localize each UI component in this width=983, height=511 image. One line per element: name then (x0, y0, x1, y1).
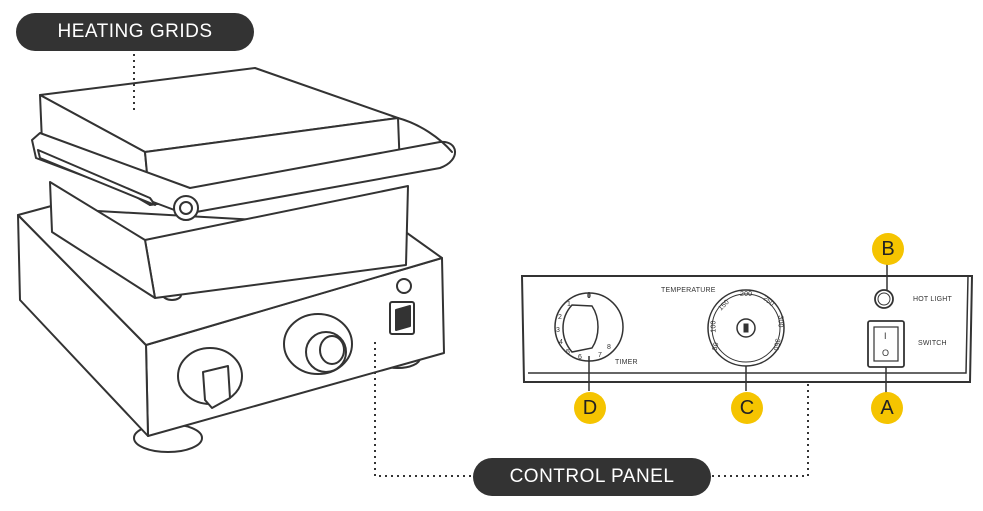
timer-scale-label: 6 (578, 354, 583, 361)
leader-control-panel-right (712, 382, 809, 477)
temp-scale-label: 200 (740, 291, 753, 298)
switch-label: SWITCH (918, 340, 947, 347)
hot-light-label: HOT LIGHT (913, 296, 953, 303)
timer-scale-label: 7 (598, 352, 603, 359)
knob-timer-grip (202, 365, 231, 409)
temp-scale-label: 300 (776, 315, 784, 328)
timer-scale-label: 4 (559, 339, 564, 346)
heating-grids-label: HEATING GRIDS (16, 13, 254, 51)
lower-grid-side (49, 181, 156, 299)
handle-curve (397, 117, 453, 153)
switch-off-symbol: O (882, 348, 890, 358)
switch-on-symbol: I (884, 331, 887, 341)
callout-b: B (872, 233, 904, 265)
leader-control-panel-left (374, 342, 480, 477)
temperature-label: TEMPERATURE (661, 287, 716, 294)
callout-a: A (871, 392, 903, 424)
timer-label: TIMER (615, 359, 638, 366)
timer-scale-label: 2 (558, 314, 563, 321)
hinge-strip (37, 149, 156, 206)
timer-scale-label: 3 (556, 327, 561, 334)
timer-knob-grip (562, 304, 599, 353)
timer-scale-label: 0 (587, 293, 592, 300)
timer-scale-label: 8 (607, 344, 612, 351)
temp-scale-label: 100 (710, 320, 718, 333)
control-panel-label: CONTROL PANEL (473, 458, 711, 496)
callout-c: C (731, 392, 763, 424)
base-hot-light (396, 278, 412, 294)
timer-scale-label: 5 (566, 349, 571, 356)
timer-scale-label: 1 (567, 301, 572, 308)
callout-d: D (574, 392, 606, 424)
